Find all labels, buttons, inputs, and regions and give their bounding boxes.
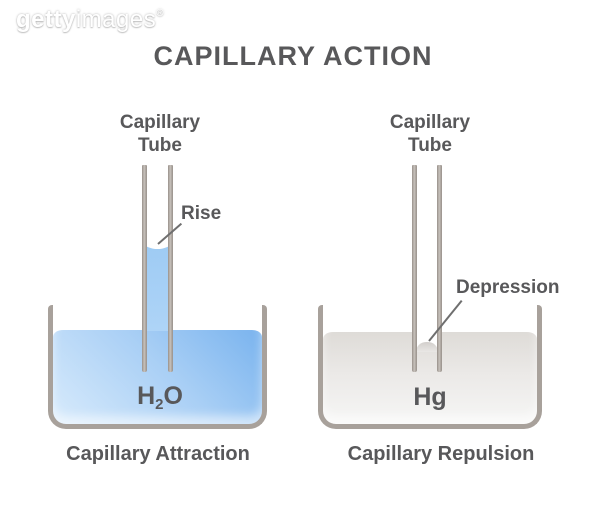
formula-o: O [163, 382, 183, 410]
water-beaker [48, 305, 267, 429]
right-tube-label-line1: Capillary [389, 112, 471, 133]
registered-mark-icon: ® [156, 8, 165, 19]
left-caption: Capillary Attraction [66, 443, 250, 465]
left-tube-wall-left [142, 165, 147, 372]
risen-water-column [147, 244, 168, 331]
left-tube-label-line2: Tube [138, 135, 182, 156]
water-formula-label: H2O [110, 382, 210, 413]
water-body [53, 330, 262, 424]
left-tube-wall-right [168, 165, 173, 372]
left-tube-label-line1: Capillary [119, 112, 201, 133]
formula-subscript-2: 2 [155, 396, 164, 413]
right-tube-wall-left [412, 165, 417, 372]
right-caption: Capillary Repulsion [347, 443, 535, 465]
watermark-images-text: images [75, 6, 157, 33]
right-capillary-tube-label: Capillary Tube [360, 111, 500, 157]
mercury-formula-label: Hg [413, 383, 447, 411]
formula-h: H [137, 382, 156, 410]
mercury-beaker [318, 305, 542, 429]
diagram-title: CAPILLARY ACTION [153, 41, 433, 71]
left-capillary-tube-label: Capillary Tube [90, 111, 230, 157]
right-tube-wall-right [437, 165, 442, 372]
gettyimages-watermark: gettyimages® [16, 6, 164, 34]
depression-annotation: Depression [456, 277, 560, 298]
rise-annotation: Rise [181, 203, 222, 224]
right-tube-label-line2: Tube [408, 135, 452, 156]
watermark-getty-text: getty [16, 6, 76, 33]
convex-meniscus [416, 342, 438, 352]
